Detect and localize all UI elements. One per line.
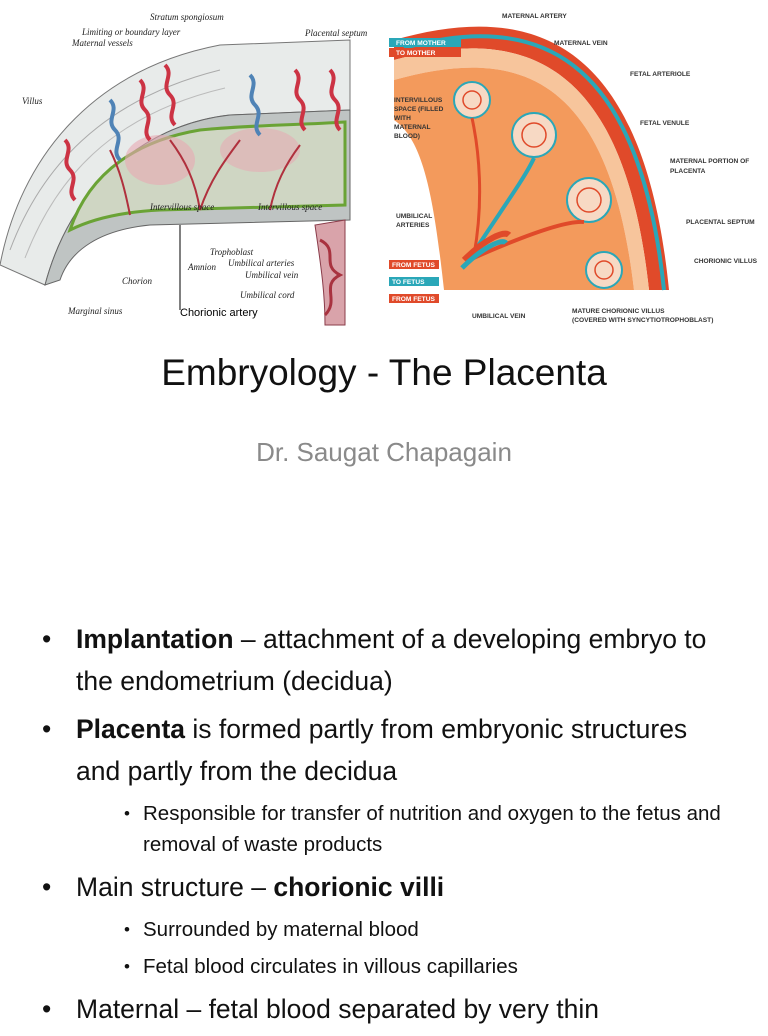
label-maternal-vessels: Maternal vessels (71, 38, 133, 48)
label-umbilical-arteries-2: ARTERIES (396, 222, 430, 229)
label-umbilical-arteries: Umbilical arteries (228, 258, 295, 268)
bullet-bold: Implantation (76, 624, 234, 654)
label-villus: Villus (22, 96, 43, 106)
label-umbilical-cord: Umbilical cord (240, 290, 295, 300)
bullet-dot: • (124, 920, 130, 939)
slide-subtitle: Dr. Saugat Chapagain (256, 437, 512, 467)
label-to-mother: TO MOTHER (396, 50, 436, 57)
label-mature-villus-1: MATURE CHORIONIC VILLUS (572, 308, 665, 315)
bullet-item: • Placenta is formed partly from embryon… (0, 708, 716, 792)
label-amnion: Amnion (187, 262, 216, 272)
label-umbilical-arteries-1: UMBILICAL (396, 213, 432, 220)
label-mature-villus-2: (COVERED WITH SYNCYTIOTROPHOBLAST) (572, 317, 713, 324)
label-fetal-venule: FETAL VENULE (640, 120, 690, 127)
label-maternal-vein: MATERNAL VEIN (554, 40, 608, 47)
bullet-text: Maternal – fetal blood separated by very… (76, 994, 599, 1024)
bullet-dot: • (124, 957, 130, 976)
label-stratum: Stratum spongiosum (150, 12, 224, 22)
label-intervillous-2: SPACE (FILLED (394, 106, 444, 113)
label-intervillous-4: MATERNAL (394, 124, 431, 131)
label-maternal-portion-2: PLACENTA (670, 168, 706, 175)
label-maternal-artery: MATERNAL ARTERY (502, 13, 567, 20)
label-marginal-sinus: Marginal sinus (67, 306, 123, 316)
label-limiting: Limiting or boundary layer (81, 27, 181, 37)
label-fetal-arteriole: FETAL ARTERIOLE (630, 71, 691, 78)
label-umbilical-vein: UMBILICAL VEIN (472, 313, 526, 320)
bullet-text: is formed partly from embryonic structur… (76, 714, 688, 786)
label-chorionic-artery: Chorionic artery (180, 307, 258, 319)
bullet-bold: Placenta (76, 714, 186, 744)
bullet-item: • Implantation – attachment of a develop… (0, 618, 716, 702)
label-chorion: Chorion (122, 276, 153, 286)
label-placental-septum: PLACENTAL SEPTUM (686, 219, 755, 226)
bullet-dot: • (42, 624, 52, 654)
bullet-dot: • (42, 714, 52, 744)
label-from-fetus-1: FROM FETUS (392, 262, 435, 269)
label-intervillous-2: Intervillous space (257, 202, 322, 212)
bullet-dot: • (124, 804, 130, 823)
label-umbilical-vein: Umbilical vein (245, 270, 299, 280)
label-to-fetus: TO FETUS (392, 279, 425, 286)
bullet-item: • Main structure – chorionic villi (0, 866, 716, 908)
sub-bullet-item: • Surrounded by maternal blood (0, 914, 723, 945)
slide-title: Embryology - The Placenta (161, 352, 607, 393)
label-trophoblast: Trophoblast (210, 247, 254, 257)
placenta-section-diagram: Stratum spongiosum Limiting or boundary … (0, 0, 384, 335)
bullet-list: • Implantation – attachment of a develop… (0, 618, 768, 1036)
sub-bullet-item: • Fetal blood circulates in villous capi… (0, 951, 723, 982)
sub-bullet-text: Responsible for transfer of nutrition an… (143, 802, 721, 856)
label-from-fetus-2: FROM FETUS (392, 296, 435, 303)
label-chorionic-villus: CHORIONIC VILLUS (694, 258, 758, 265)
bullet-dot: • (42, 872, 52, 902)
placenta-circulation-diagram: FROM MOTHER TO MOTHER MATERNAL ARTERY MA… (384, 0, 768, 335)
bullet-dot: • (42, 994, 52, 1024)
bullet-item: • Maternal – fetal blood separated by ve… (0, 988, 716, 1030)
label-intervillous-1: Intervillous space (149, 202, 214, 212)
label-intervillous-3: WITH (394, 115, 411, 122)
bullet-bold: chorionic villi (273, 872, 445, 902)
label-from-mother: FROM MOTHER (396, 40, 446, 47)
sub-bullet-text: Fetal blood circulates in villous capill… (143, 955, 518, 978)
label-intervillous-1: INTERVILLOUS (394, 97, 443, 104)
sub-bullet-text: Surrounded by maternal blood (143, 918, 419, 941)
sub-bullet-item: • Responsible for transfer of nutrition … (0, 798, 723, 860)
label-placental-septum: Placental septum (304, 28, 368, 38)
bullet-text: Main structure – (76, 872, 274, 902)
label-intervillous-5: BLOOD) (394, 133, 420, 140)
label-maternal-portion-1: MATERNAL PORTION OF (670, 158, 749, 165)
bullet-text: – attachment of a developing embryo to t… (76, 624, 707, 696)
